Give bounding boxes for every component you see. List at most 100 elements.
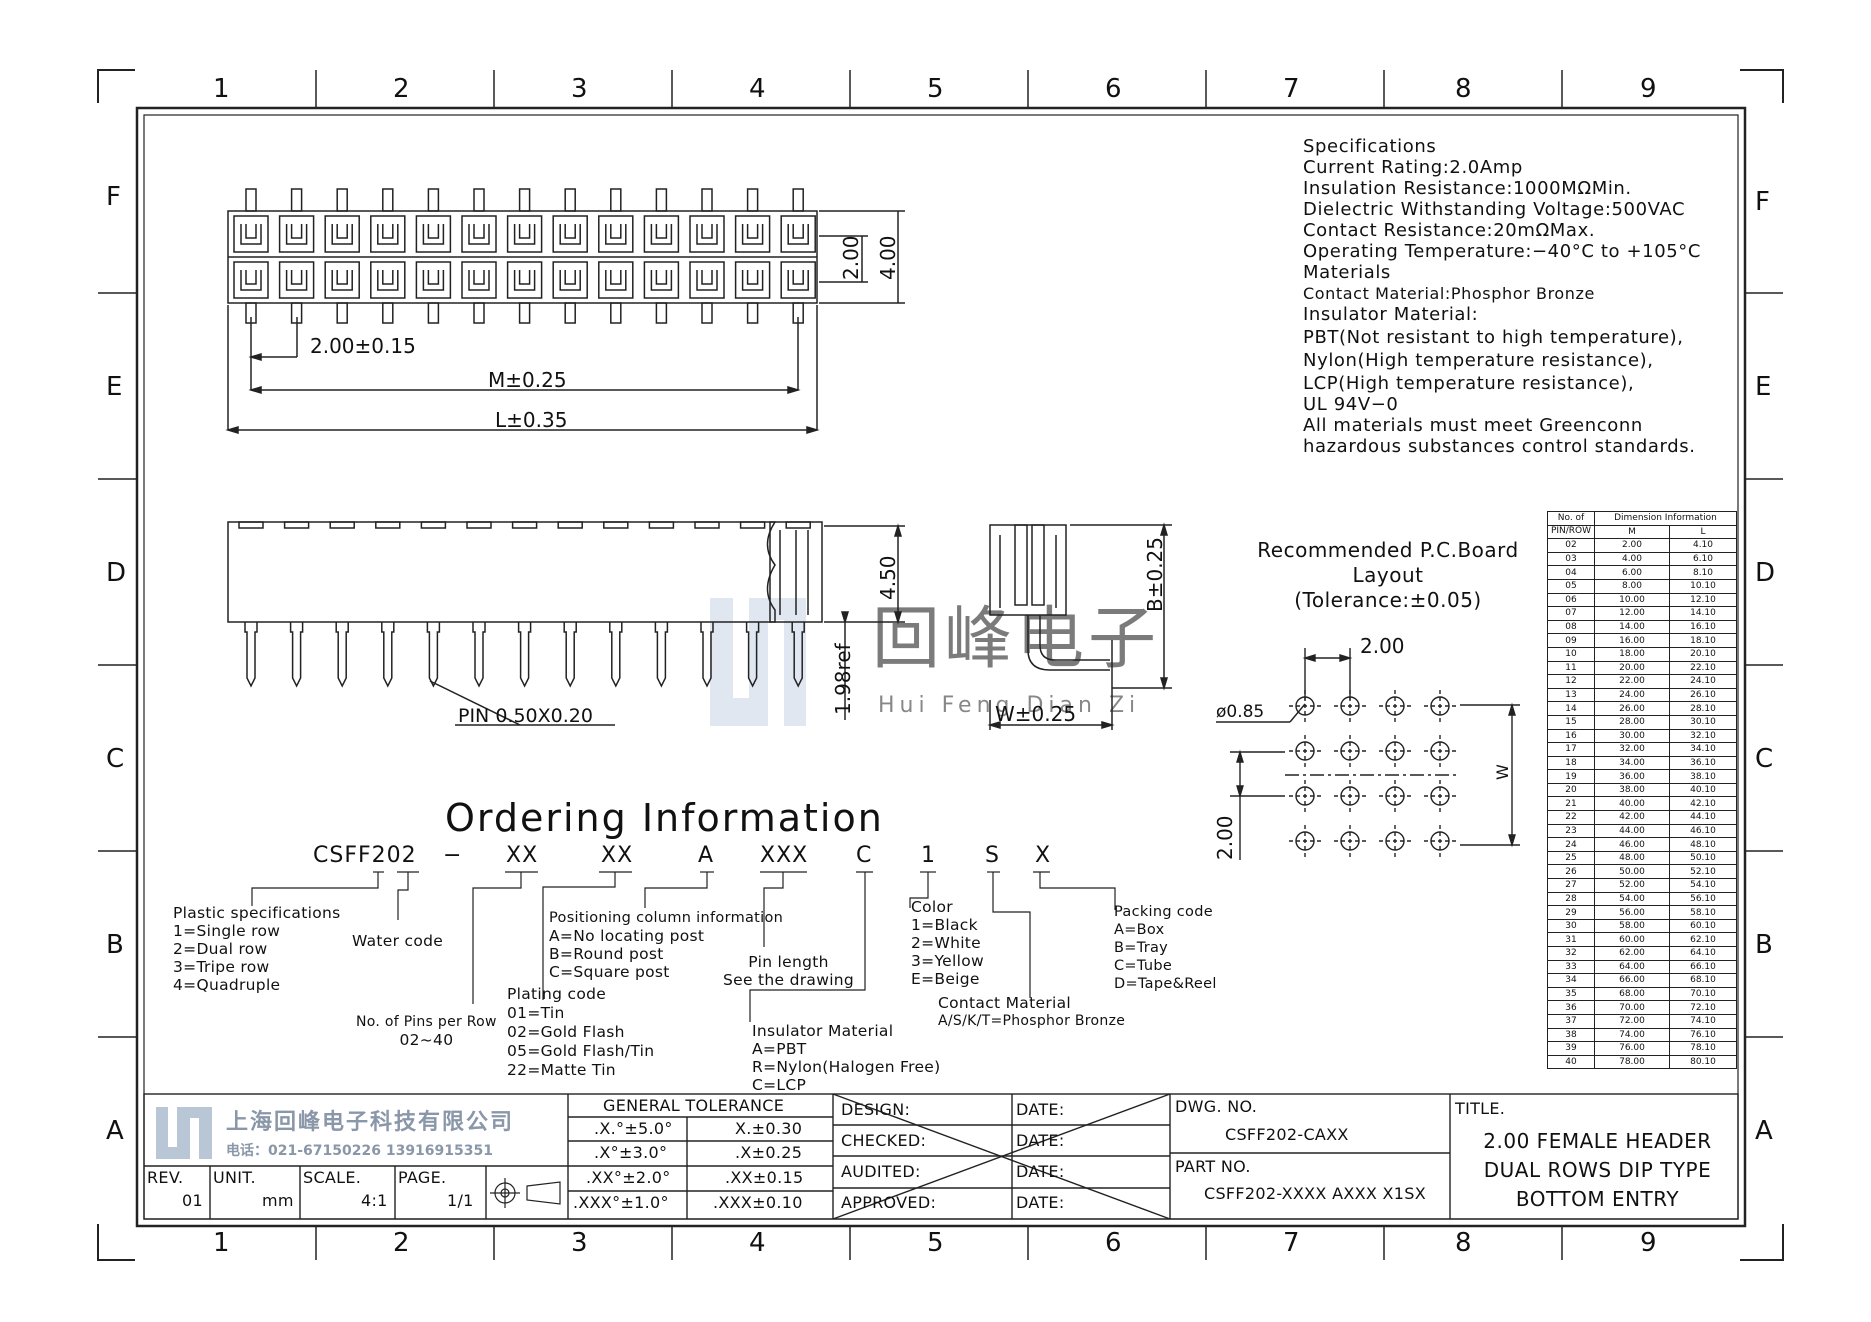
contact-spring [746, 224, 759, 239]
table-cell: 56.10 [1669, 891, 1737, 907]
date-label: DATE: [1016, 1162, 1065, 1181]
table-cell: 52.00 [1594, 878, 1670, 893]
table-header-pins-row: PIN/ROW [1547, 524, 1595, 540]
contact-spring [518, 224, 531, 239]
spec-line: Dielectric Withstanding Voltage:500VAC [1303, 199, 1686, 220]
contact-spring [701, 270, 713, 285]
table-cell: 30.00 [1594, 728, 1670, 744]
page-label: PAGE. [398, 1168, 447, 1187]
table-cell: 12.00 [1594, 606, 1670, 621]
contact-spring [290, 270, 303, 285]
bottom-pin [518, 302, 531, 324]
contact-slot [377, 270, 399, 291]
table-cell: 22.00 [1594, 674, 1670, 689]
ordering-water: Water code [352, 932, 444, 950]
tol-angle: .X°±3.0° [594, 1143, 668, 1162]
side-pin [381, 622, 395, 688]
contact-spring [336, 224, 348, 239]
side-pin [791, 622, 805, 688]
contact-slot [377, 224, 399, 245]
table-cell: 28 [1547, 891, 1595, 907]
rev-label: REV. [147, 1168, 184, 1187]
tol-angle: .XXX°±1.0° [573, 1193, 669, 1212]
pcb-title-line: Layout [1352, 563, 1424, 587]
contact-spring [518, 270, 531, 285]
ord-line: Pin length [748, 953, 829, 971]
table-cell: 50.10 [1669, 850, 1737, 866]
table-cell: 36 [1547, 1000, 1595, 1015]
tol-linear: .XXX±0.10 [713, 1193, 803, 1212]
contact-slot [422, 224, 445, 245]
grid-row-d-right: D [1755, 558, 1776, 588]
ordering-pins-per-row: No. of Pins per Row 02~40 [356, 1013, 497, 1049]
ord-line: C=LCP [752, 1076, 807, 1094]
table-cell: 72.10 [1669, 1000, 1737, 1015]
dwg-no-value: CSFF202-CAXX [1225, 1125, 1349, 1144]
grid-row-e-right: E [1755, 372, 1772, 402]
ord-line: Plastic specifications [173, 904, 341, 922]
table-cell: 03 [1547, 551, 1595, 567]
table-cell: 60.10 [1669, 918, 1737, 934]
top-pin [473, 188, 485, 212]
ordering-contact: Contact Material A/S/K/T=Phosphor Bronze [938, 994, 1125, 1030]
table-cell: 19 [1547, 769, 1595, 784]
table-cell: 08 [1547, 619, 1595, 635]
contact-cell [506, 215, 543, 253]
table-cell: 10.00 [1594, 592, 1670, 608]
table-cell: 12.10 [1669, 592, 1737, 608]
watermark-cn: 回峰电子 [872, 600, 1160, 679]
table-cell: 58.00 [1594, 918, 1670, 934]
table-cell: 76.10 [1669, 1027, 1737, 1043]
spec-line: Nylon(High temperature resistance), [1303, 350, 1654, 371]
table-cell: 23 [1547, 823, 1595, 839]
grid-col-8-top: 8 [1455, 74, 1472, 104]
side-pin [745, 622, 760, 688]
ordering-plastic: Plastic specifications 1=Single row 2=Du… [173, 904, 341, 994]
table-cell: 20.10 [1669, 646, 1737, 662]
table-cell: 29 [1547, 905, 1595, 920]
table-cell: 46.00 [1594, 837, 1670, 852]
contact-slot [605, 224, 627, 245]
side-notch [329, 521, 355, 529]
grid-row-a-right: A [1755, 1116, 1773, 1146]
table-cell: 30 [1547, 918, 1595, 934]
tol-linear: .X±0.25 [735, 1143, 803, 1162]
contact-cell [370, 215, 406, 253]
table-cell: 76.00 [1594, 1041, 1670, 1056]
dim-pitch-label: 2.00±0.15 [310, 334, 416, 358]
side-notch [785, 521, 811, 529]
grid-row-e-left: E [106, 372, 123, 402]
ord-line: D=Tape&Reel [1114, 976, 1217, 992]
contact-cell [552, 261, 588, 299]
top-pin [564, 188, 576, 212]
table-cell: 13 [1547, 687, 1595, 703]
pcb-pitch-label: 2.00 [1360, 634, 1405, 658]
ord-line: Plating code [507, 985, 607, 1003]
ord-line: C=Square post [549, 963, 670, 981]
table-cell: 68.10 [1669, 973, 1737, 988]
spec-line: hazardous substances control standards. [1303, 436, 1696, 457]
side-pin [426, 622, 441, 688]
table-cell: 36.00 [1594, 769, 1670, 784]
pcb-layout [1216, 648, 1520, 860]
contact-spring [382, 224, 394, 239]
part-no-label: PART NO. [1175, 1157, 1251, 1176]
signoff-approved: APPROVED: [841, 1193, 937, 1212]
side-pin [700, 622, 714, 688]
bottom-pin [564, 302, 576, 324]
unit-value: mm [262, 1191, 294, 1210]
spec-line: Current Rating:2.0Amp [1303, 157, 1523, 178]
contact-slot [787, 270, 809, 291]
ord-line: 1=Single row [173, 922, 281, 940]
title-label: TITLE. [1455, 1099, 1506, 1118]
contact-cell [233, 261, 269, 299]
bottom-pin [655, 302, 668, 324]
table-cell: 70.00 [1594, 1000, 1670, 1015]
